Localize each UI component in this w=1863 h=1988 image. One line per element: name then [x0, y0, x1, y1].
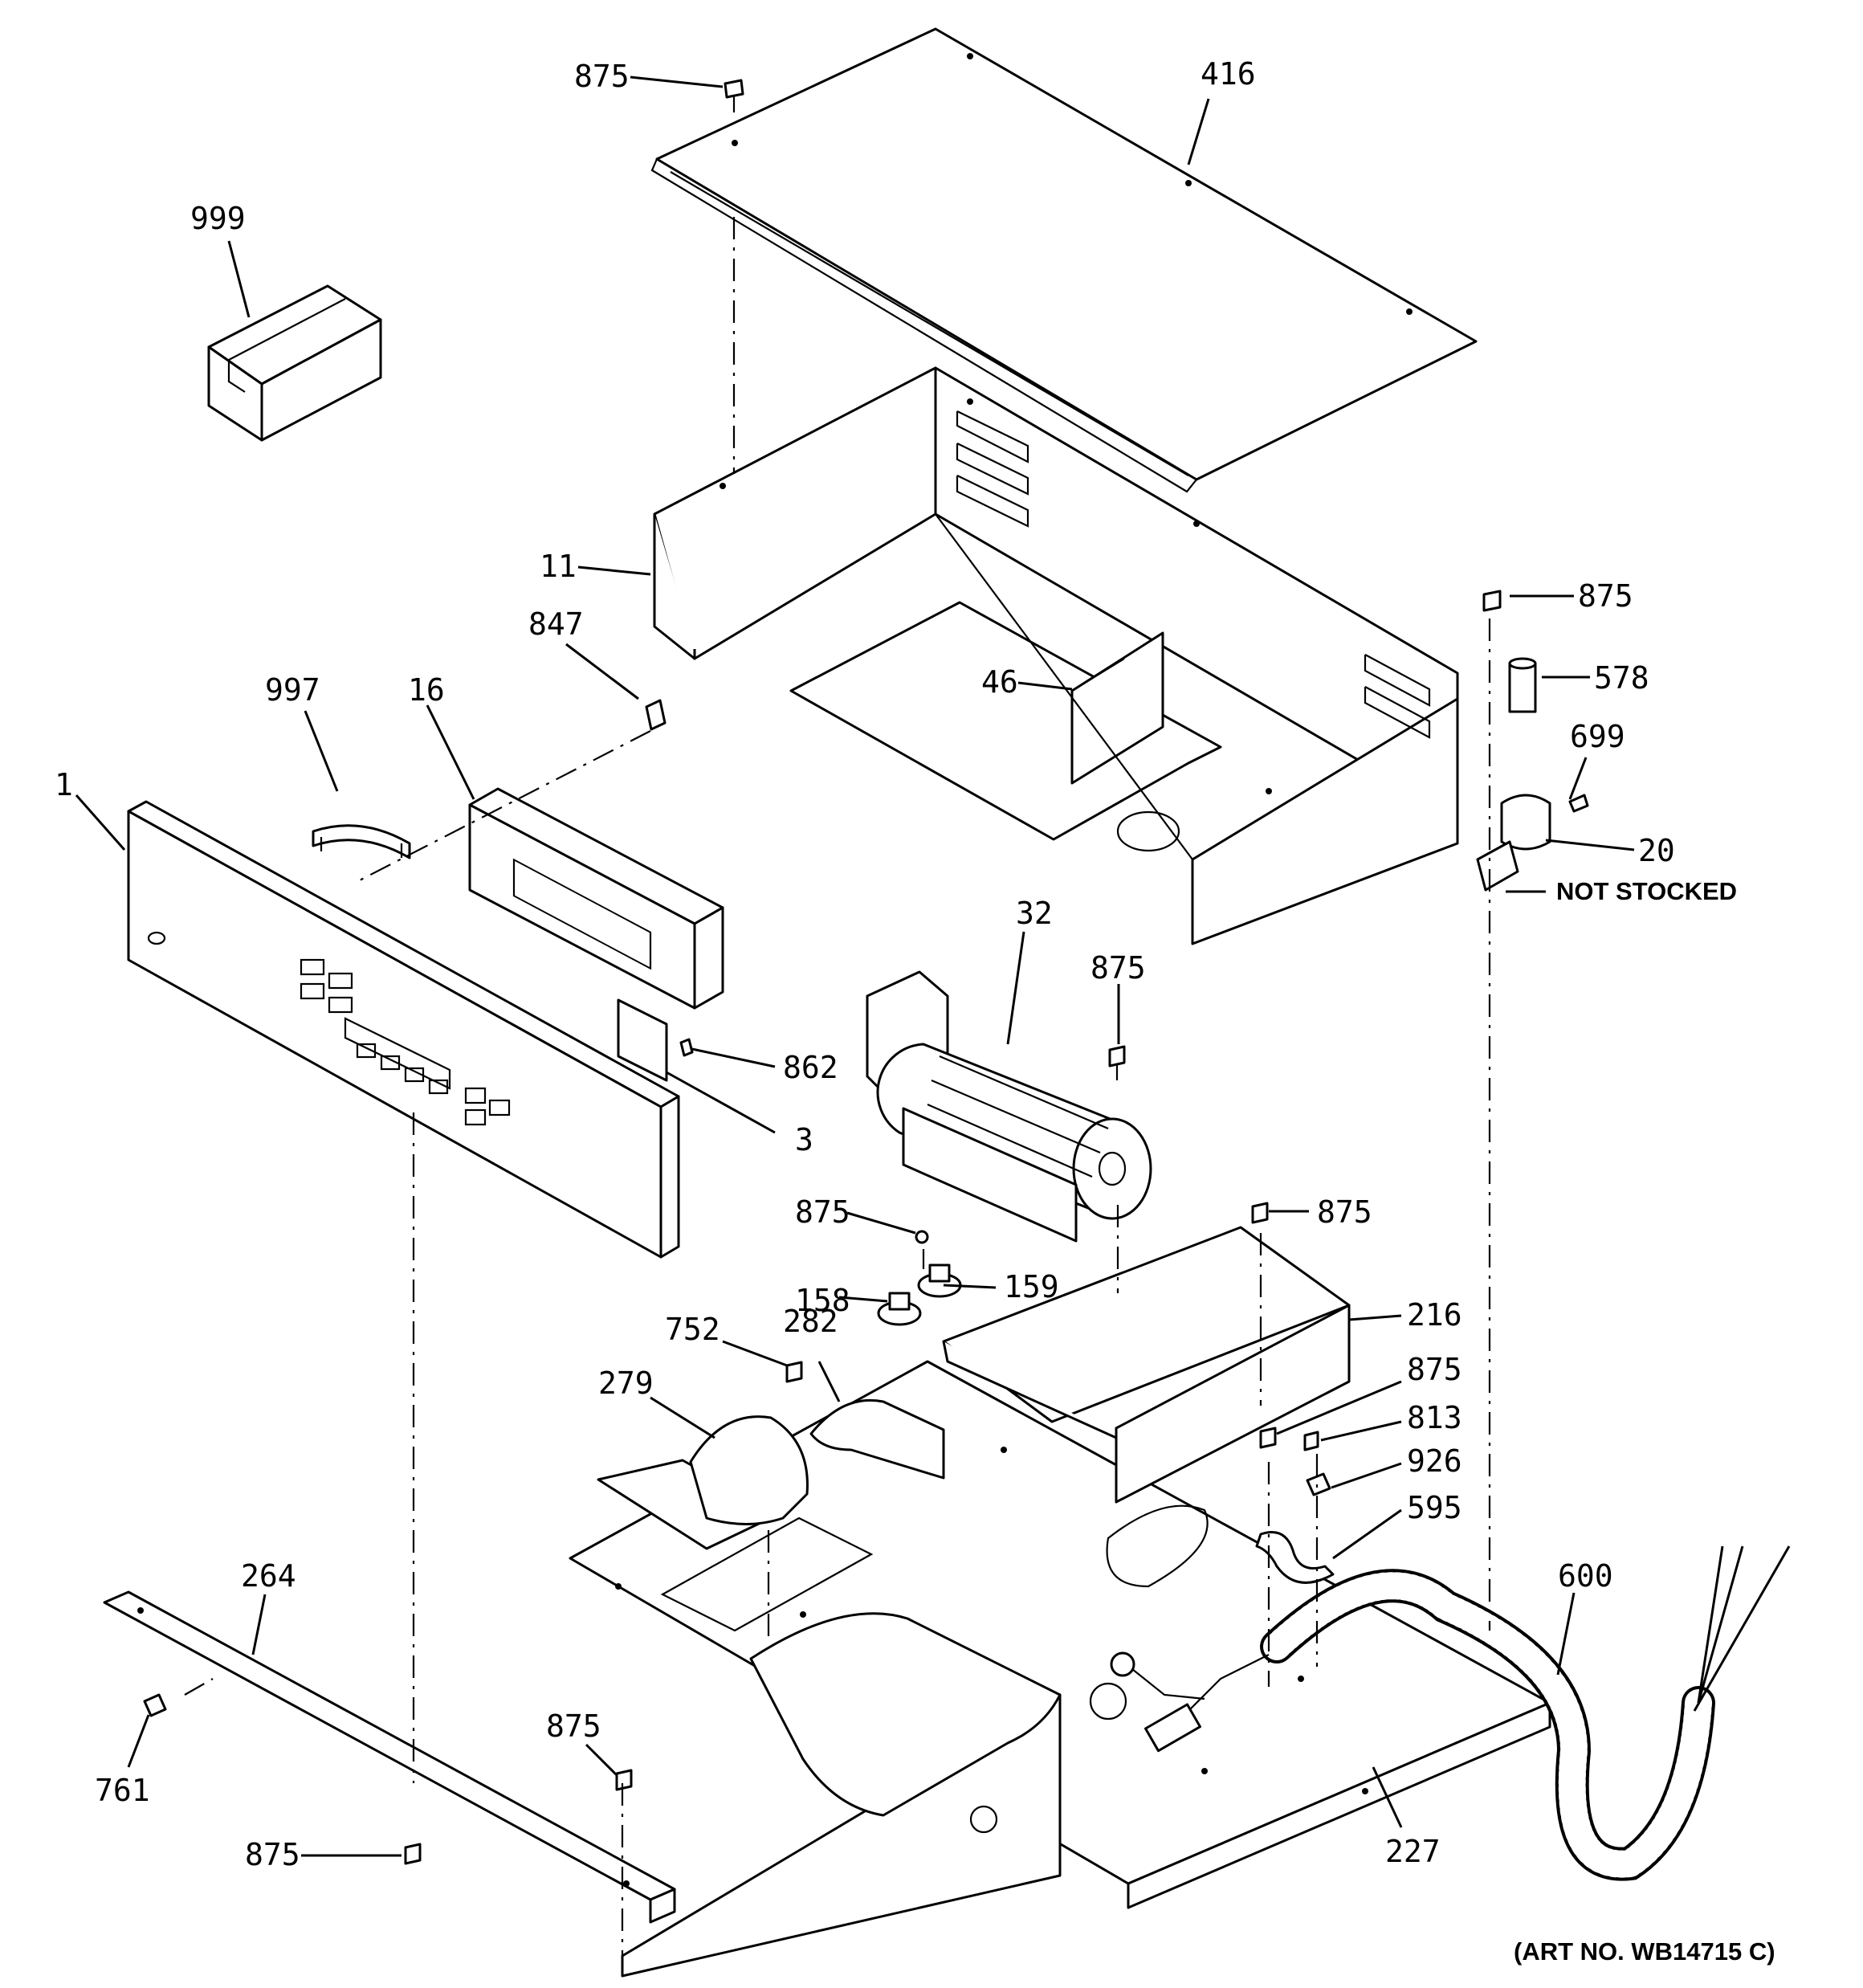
- screw-761: [143, 1693, 167, 1717]
- not-stocked-label: NOT STOCKED: [1556, 877, 1737, 905]
- callout-875-trim: 875: [245, 1837, 300, 1872]
- callout-875-fan: 875: [1090, 950, 1146, 986]
- callout-752: 752: [665, 1312, 720, 1347]
- art-number: (ART NO. WB14715 C): [1514, 1937, 1775, 1966]
- callout-813: 813: [1407, 1400, 1462, 1435]
- callout-1: 1: [55, 767, 73, 802]
- screw-752: [785, 1361, 803, 1383]
- duct-279: [597, 1415, 809, 1550]
- thermostat-159: [917, 1263, 962, 1298]
- electronic-control-16: [468, 787, 724, 1010]
- board-3: [617, 998, 668, 1082]
- callout-264: 264: [241, 1558, 296, 1594]
- callout-926: 926: [1407, 1443, 1462, 1479]
- bottom-chassis-227: [569, 1360, 1551, 1978]
- callout-847: 847: [528, 606, 584, 642]
- leader-lines: [75, 76, 1635, 1857]
- callout-20: 20: [1638, 833, 1675, 868]
- callout-699: 699: [1570, 719, 1625, 754]
- nut-926: [1306, 1472, 1331, 1496]
- convection-fan-32: [866, 970, 1152, 1243]
- screw-875-trim: [404, 1843, 422, 1865]
- callout-46: 46: [981, 664, 1018, 700]
- screw-699: [1568, 794, 1589, 813]
- screw-875-thermo: [915, 1230, 929, 1244]
- box-999: [207, 284, 382, 442]
- callout-16: 16: [408, 672, 445, 708]
- screw-813: [1303, 1431, 1319, 1451]
- screw-875-shield: [1251, 1202, 1269, 1224]
- screw-875-fan: [1108, 1045, 1126, 1080]
- callout-875-mid: 875: [1407, 1352, 1462, 1387]
- trim-264: [103, 1590, 676, 1924]
- screw-875-bottom: [615, 1769, 633, 1791]
- callout-875-top: 875: [574, 59, 630, 94]
- screw-875-mid: [1259, 1427, 1277, 1449]
- callout-416: 416: [1201, 56, 1256, 92]
- oven-chassis-11: [653, 366, 1459, 945]
- callout-999: 999: [190, 201, 246, 236]
- callout-875-bottom: 875: [546, 1708, 601, 1744]
- power-cord-600: [1110, 1545, 1791, 1881]
- capacitor-578: [1508, 657, 1537, 713]
- callout-32: 32: [1016, 896, 1053, 931]
- control-panel-1: [127, 800, 680, 1259]
- callout-875-thermo: 875: [795, 1194, 850, 1230]
- alignment-lines: [184, 217, 1491, 1960]
- callout-875-right: 875: [1578, 578, 1633, 614]
- callout-158: 158: [795, 1283, 850, 1318]
- thermostat-158: [877, 1292, 922, 1326]
- callout-595: 595: [1407, 1490, 1462, 1525]
- callout-216: 216: [1407, 1297, 1462, 1333]
- bracket-20: [1476, 794, 1551, 892]
- screw-862: [679, 1038, 694, 1057]
- duct-282: [809, 1398, 945, 1480]
- shield-216: [942, 1226, 1351, 1504]
- callout-578: 578: [1594, 660, 1649, 696]
- screw-875-top: [724, 79, 744, 112]
- callout-11: 11: [540, 549, 577, 584]
- top-cover-416: [650, 27, 1478, 493]
- callout-761: 761: [95, 1773, 150, 1808]
- callout-227: 227: [1385, 1834, 1441, 1869]
- callout-3: 3: [795, 1122, 813, 1157]
- callout-600: 600: [1558, 1558, 1613, 1594]
- callout-159: 159: [1004, 1269, 1059, 1304]
- callout-875-shield: 875: [1317, 1194, 1372, 1230]
- screw-847: [645, 699, 667, 731]
- callout-862: 862: [783, 1050, 838, 1085]
- harness-997: [312, 824, 411, 859]
- clamp-595: [1255, 1531, 1335, 1584]
- callout-labels: 875 416 999 11 847 46 875 578 997 16 699…: [55, 56, 1775, 1966]
- callout-279: 279: [598, 1365, 654, 1401]
- callout-997: 997: [265, 672, 320, 708]
- screw-875-right: [1482, 590, 1502, 612]
- callout-282: 282: [783, 1304, 838, 1339]
